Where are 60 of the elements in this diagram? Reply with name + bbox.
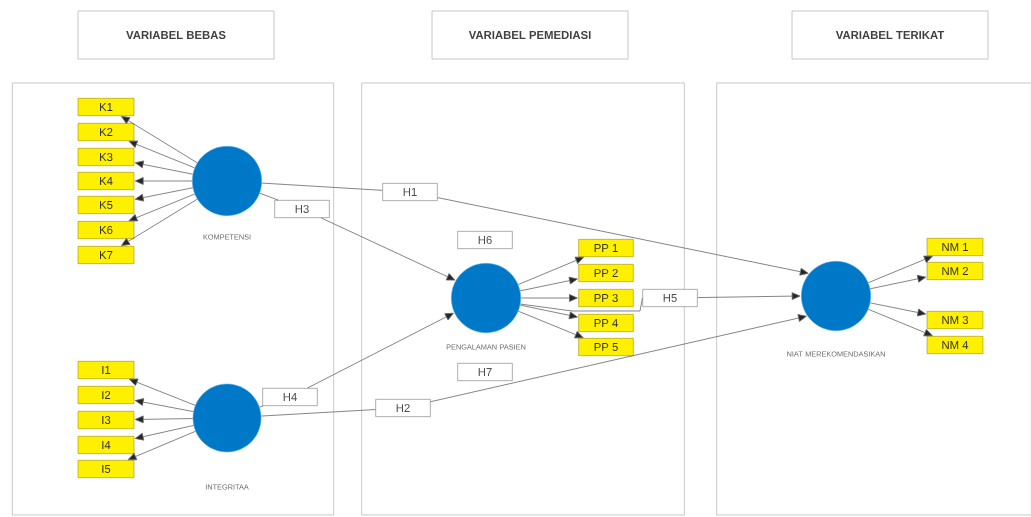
indicator-box: K3 <box>77 148 135 166</box>
indicator-box: K6 <box>77 221 135 239</box>
hypothesis-box: H3 <box>274 200 330 218</box>
arrow <box>869 274 927 290</box>
panel-box <box>12 82 334 516</box>
indicator-box: PP 1 <box>578 239 634 257</box>
arrow <box>128 193 196 222</box>
indicator-box: PP 4 <box>578 314 634 332</box>
indicator-box: I5 <box>77 460 135 478</box>
hypothesis-box: H6 <box>457 231 513 249</box>
heading-box: VARIABEL TERIKAT <box>791 10 989 60</box>
hypothesis-box: H4 <box>262 388 318 406</box>
arrow <box>129 378 196 406</box>
heading-box: VARIABEL BEBAS <box>77 10 275 60</box>
arrow <box>867 255 933 284</box>
arrow <box>134 187 194 202</box>
indicator-box: NM 4 <box>926 336 984 354</box>
indicator-box: I3 <box>77 411 135 429</box>
indicator-box: K1 <box>77 98 135 116</box>
arrow <box>519 276 578 292</box>
arrow <box>869 302 927 317</box>
arrow <box>520 294 578 302</box>
indicator-box: K4 <box>77 172 135 190</box>
arrow <box>134 160 194 175</box>
indicator-box: NM 1 <box>926 238 984 256</box>
arrow <box>121 116 198 164</box>
heading-box: VARIABEL PEMEDIASI <box>431 10 629 60</box>
latent-variable-circle <box>192 383 262 453</box>
indicator-box: NM 3 <box>926 311 984 329</box>
indicator-box: PP 2 <box>578 264 634 282</box>
indicator-box: I1 <box>77 361 135 379</box>
arrow <box>517 310 584 339</box>
arrow <box>867 308 933 337</box>
hypothesis-box: H1 <box>382 183 438 201</box>
arrow <box>134 425 194 441</box>
panel-box <box>361 82 685 516</box>
arrow <box>517 256 585 285</box>
arrow <box>307 312 454 389</box>
arrow <box>437 197 809 276</box>
indicator-box: K7 <box>77 246 135 264</box>
indicator-box: I2 <box>77 386 135 404</box>
arrow <box>127 430 196 461</box>
arrow <box>128 140 196 169</box>
arrow <box>121 198 198 246</box>
indicator-box: NM 2 <box>926 262 984 280</box>
indicator-box: PP 3 <box>578 289 634 307</box>
arrow <box>430 314 807 403</box>
indicator-box: K5 <box>77 196 135 214</box>
indicator-box: I4 <box>77 436 135 454</box>
arrow <box>320 217 456 281</box>
arrow <box>134 177 193 185</box>
indicator-box: PP 5 <box>578 338 634 356</box>
hypothesis-box: H5 <box>642 289 698 307</box>
arrow <box>134 398 194 412</box>
hypothesis-box: H2 <box>375 399 431 417</box>
arrow <box>134 415 194 424</box>
indicator-box: K2 <box>77 123 135 141</box>
hypothesis-box: H7 <box>457 363 513 381</box>
arrow <box>519 304 578 320</box>
arrow <box>697 292 801 300</box>
